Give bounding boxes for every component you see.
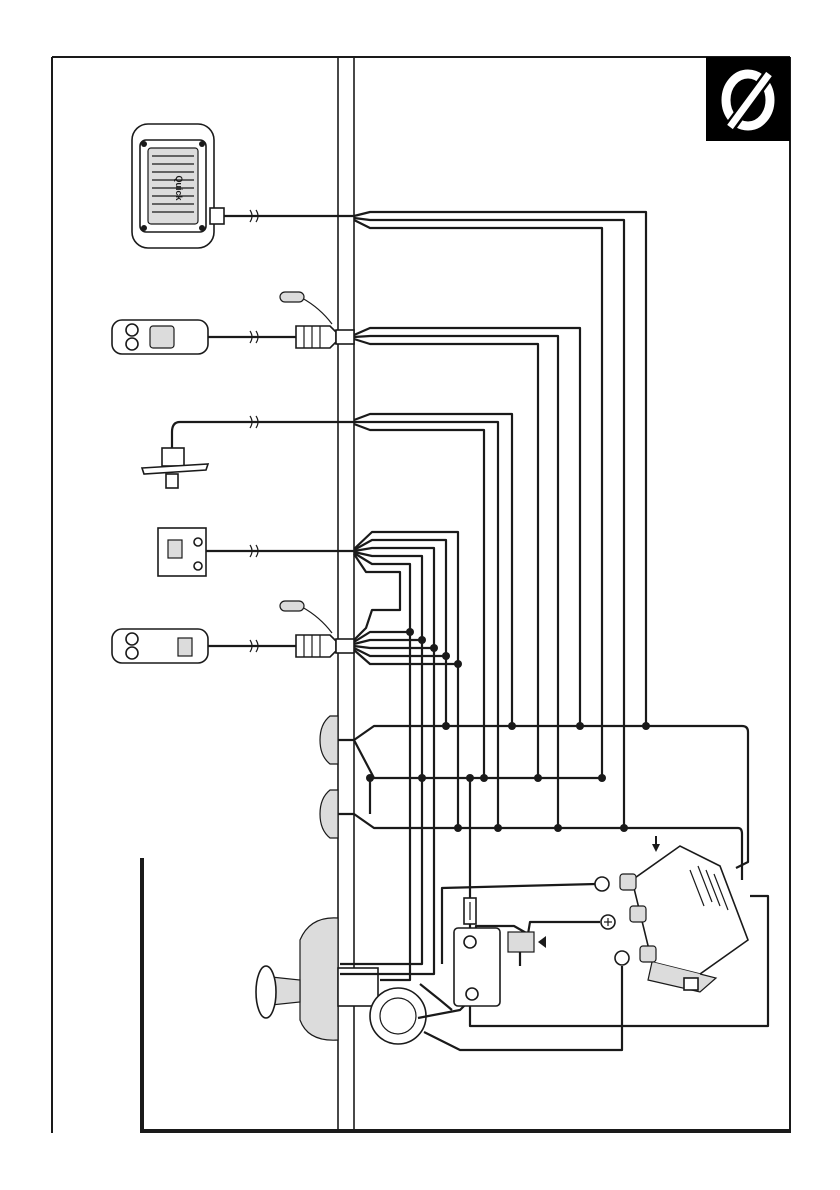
remote-control-1 xyxy=(112,292,354,354)
fuse xyxy=(464,898,476,924)
control-unit: Quick xyxy=(132,124,354,248)
control-box xyxy=(620,836,748,992)
remote-control-2 xyxy=(112,601,354,663)
junction-dots xyxy=(366,628,650,832)
brand-logo xyxy=(706,57,790,141)
foot-switch xyxy=(142,416,354,488)
circuit-breaker xyxy=(508,932,546,966)
deck-pushbuttons xyxy=(320,716,338,838)
battery-box xyxy=(454,928,500,1006)
control-unit-label: Quick xyxy=(174,175,184,201)
chain-counter xyxy=(158,528,354,576)
